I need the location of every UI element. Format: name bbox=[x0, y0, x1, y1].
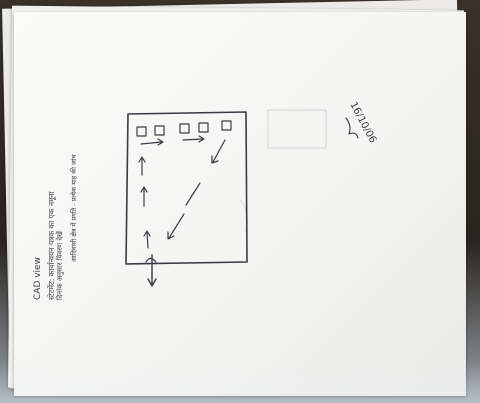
diagram-box-1 bbox=[136, 126, 147, 137]
diagram-box-5 bbox=[221, 120, 232, 131]
diagram-box-3 bbox=[179, 123, 190, 134]
note-hindi-line-1: स्टेटमेंट: कार्यान्वयन पत्रक का एक नमूना bbox=[47, 190, 57, 300]
signature-flourish bbox=[345, 117, 359, 139]
lighting-glare bbox=[0, 363, 480, 403]
diagram-box-4 bbox=[198, 122, 209, 133]
paper-sheet bbox=[14, 12, 466, 396]
note-hindi-line-2: दिनांक अनुसार विवरण देखें bbox=[55, 231, 64, 300]
date-signature: 16/10/06 bbox=[347, 100, 378, 145]
note-hindi-line-3: आदिवासी क्षेत्र में प्रगति - प्रत्येक मा… bbox=[70, 154, 78, 262]
exit-arrow-down bbox=[145, 254, 157, 287]
diagram-box-2 bbox=[154, 125, 165, 136]
top-arrows bbox=[140, 135, 205, 146]
diagonal-arrows bbox=[167, 139, 226, 240]
left-column-arrows bbox=[138, 156, 151, 249]
note-title: CAD view bbox=[33, 257, 43, 300]
bleed-through-shape bbox=[267, 109, 327, 149]
diagram-frame bbox=[125, 111, 248, 265]
